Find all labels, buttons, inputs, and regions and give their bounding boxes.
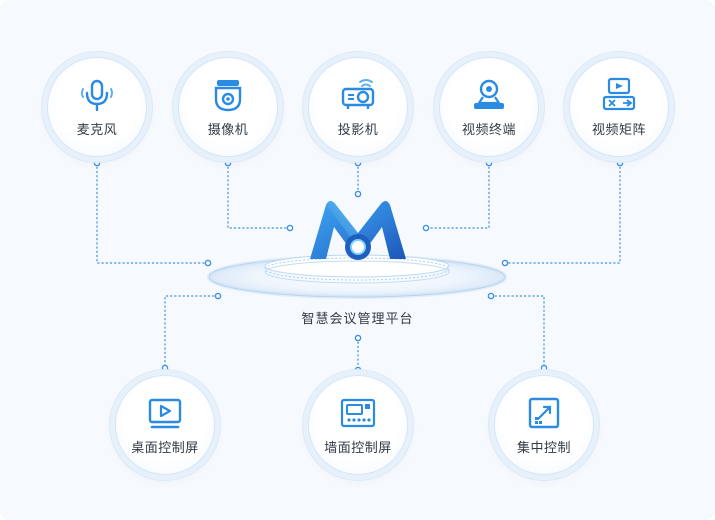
line-microphone: [96, 162, 209, 264]
device-label: 视频终端: [461, 122, 516, 138]
central-control-icon: [528, 397, 560, 428]
video-terminal-icon: [474, 79, 504, 109]
device-projector[interactable]: 投影机: [308, 57, 408, 157]
device-label: 投影机: [337, 122, 379, 138]
video-matrix-icon: [602, 77, 636, 110]
platform-disc: [207, 254, 507, 299]
line-video-terminal: [425, 162, 490, 229]
device-label: 麦克风: [76, 122, 118, 138]
projector-icon: [341, 78, 375, 109]
platform-label: 智慧会议管理平台: [301, 312, 414, 327]
line-central-control: [490, 295, 545, 369]
device-video-matrix[interactable]: 视频矩阵: [569, 57, 669, 157]
line-camera: [227, 162, 291, 229]
microphone-icon: [81, 79, 113, 111]
line-video-matrix: [504, 162, 621, 264]
camera-icon: [214, 79, 242, 111]
device-video-terminal[interactable]: 视频终端: [439, 57, 539, 157]
control-label: 集中控制: [516, 440, 571, 456]
device-label: 视频矩阵: [591, 122, 646, 138]
wall-panel-icon: [340, 398, 376, 427]
platform-logo: [310, 201, 406, 260]
control-label: 墙面控制屏: [324, 440, 392, 456]
desktop-screen-icon: [148, 398, 182, 428]
device-microphone[interactable]: 麦克风: [47, 57, 147, 157]
device-camera[interactable]: 摄像机: [178, 57, 278, 157]
control-wall-panel[interactable]: 墙面控制屏: [308, 375, 408, 475]
line-desktop-screen: [164, 295, 219, 369]
control-desktop-screen[interactable]: 桌面控制屏: [115, 375, 215, 475]
control-central[interactable]: 集中控制: [494, 375, 594, 475]
device-label: 摄像机: [207, 122, 249, 138]
control-label: 桌面控制屏: [131, 440, 199, 456]
